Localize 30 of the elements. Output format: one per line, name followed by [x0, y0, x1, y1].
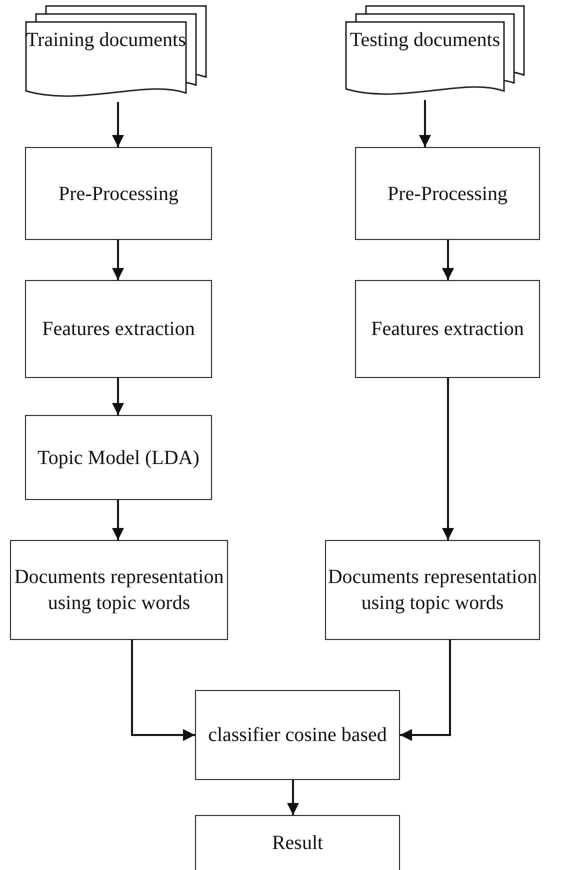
node-label: Pre-Processing [388, 182, 508, 206]
arrow [112, 102, 124, 147]
node-label: Features extraction [42, 317, 195, 342]
node-label: Result [272, 831, 324, 856]
result-box [195, 815, 400, 870]
arrow [112, 500, 124, 540]
process-box [355, 280, 540, 378]
node-label: Topic Model (LDA) [38, 446, 200, 470]
process-box [25, 280, 212, 378]
node-label: Pre-Processing [58, 182, 178, 206]
arrow [112, 378, 124, 415]
node-label: Testing documents [348, 28, 502, 53]
process-box [195, 690, 400, 780]
arrow [400, 640, 451, 741]
process-box [10, 540, 228, 640]
arrow [442, 378, 454, 540]
arrow [131, 640, 195, 741]
node-label: Features extraction [371, 317, 524, 342]
process-box [355, 147, 540, 240]
node-label: Documents representation using topic words [326, 565, 538, 616]
process-box [25, 147, 212, 240]
arrow [442, 240, 454, 280]
arrow [287, 780, 299, 815]
process-box [25, 415, 212, 500]
node-label: classifier cosine based [208, 723, 387, 748]
node-label: Training documents [25, 28, 187, 53]
arrow [419, 100, 431, 147]
node-label: Documents representation using topic words [13, 565, 225, 616]
arrow [112, 240, 124, 280]
process-box [325, 540, 540, 640]
